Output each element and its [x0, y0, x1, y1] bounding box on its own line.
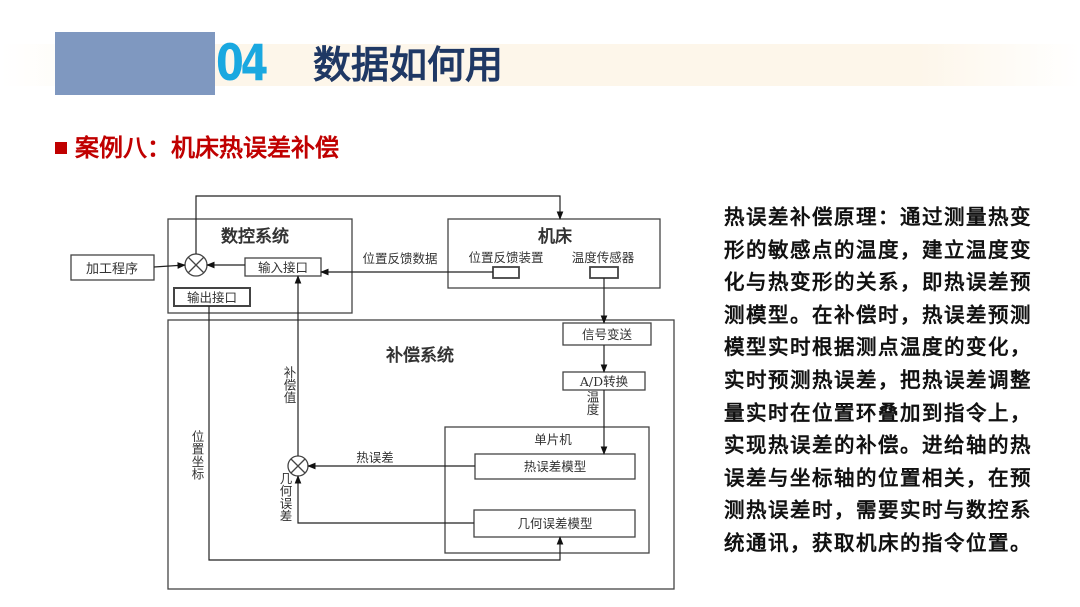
ad-conversion-label: A/D转换: [579, 374, 629, 389]
section-block: [55, 32, 215, 95]
mcu-box: [444, 426, 650, 554]
section-number: 04: [216, 34, 268, 92]
compensation-value-label: 补偿值: [282, 365, 297, 404]
signal-transmission-label: 信号变送: [582, 327, 633, 342]
description-line: 统通讯，获取机床的指令位置。: [724, 530, 1032, 555]
description-line: 模型实时根据测点温度的变化，: [724, 335, 1032, 360]
principle-description: 热误差补偿原理：通过测量热变 形的敏感点的温度，建立温度变 化与热变形的关系，即…: [724, 201, 1064, 560]
temperature-label: 温度: [585, 391, 600, 416]
compensation-system-label: 补偿系统: [385, 345, 454, 366]
mcu-label: 单片机: [534, 432, 572, 447]
description-line: 实现热误差的补偿。进给轴的热: [724, 433, 1032, 458]
machine-tool-label: 机床: [538, 226, 573, 247]
feedback-device-rect: [492, 266, 520, 279]
output-interface-label: 输出接口: [187, 290, 237, 305]
geometric-error-model-label: 几何误差模型: [517, 516, 592, 531]
feedback-data-label: 位置反馈数据: [362, 251, 437, 266]
page-title: 数据如何用: [313, 43, 504, 87]
machining-program-label: 加工程序: [86, 262, 138, 277]
thermal-error-label: 热误差: [356, 450, 394, 465]
description-line: 测模型。在补偿时，热误差预测: [724, 302, 1032, 327]
cnc-system-label: 数控系统: [221, 226, 289, 247]
description-line: 量实时在位置环叠加到指令上，: [724, 400, 1032, 425]
description-line: 化与热变形的关系，即热误差预: [724, 270, 1032, 295]
feedback-device-label: 位置反馈装置: [468, 250, 543, 265]
compensation-system-box: [167, 319, 675, 590]
description-line: 测热误差时，需要实时与数控系: [724, 498, 1032, 523]
description-line: 误差与坐标轴的位置相关，在预: [724, 465, 1032, 490]
bullet-square-icon: [55, 142, 67, 154]
thermal-error-model-label: 热误差模型: [524, 459, 587, 474]
summing-junction-icon: [184, 253, 208, 277]
temp-sensor-rect: [589, 266, 619, 279]
output-interface-box: [173, 287, 251, 307]
machine-tool-box: [447, 218, 661, 289]
machining-program-box: [70, 254, 155, 281]
geometric-error-label: 几何误差: [278, 472, 293, 522]
description-line: 形的敏感点的温度，建立温度变: [724, 237, 1032, 262]
input-interface-label: 输入接口: [258, 260, 308, 275]
description-line: 实时预测热误差，把热误差调整: [724, 367, 1032, 392]
temp-sensor-label: 温度传感器: [572, 250, 635, 265]
case-subtitle: 案例八：机床热误差补偿: [75, 134, 339, 162]
description-line: 热误差补偿原理：通过测量热变: [724, 205, 1032, 229]
input-interface-box: [244, 257, 322, 277]
position-coordinate-label: 位置坐标: [190, 429, 205, 480]
